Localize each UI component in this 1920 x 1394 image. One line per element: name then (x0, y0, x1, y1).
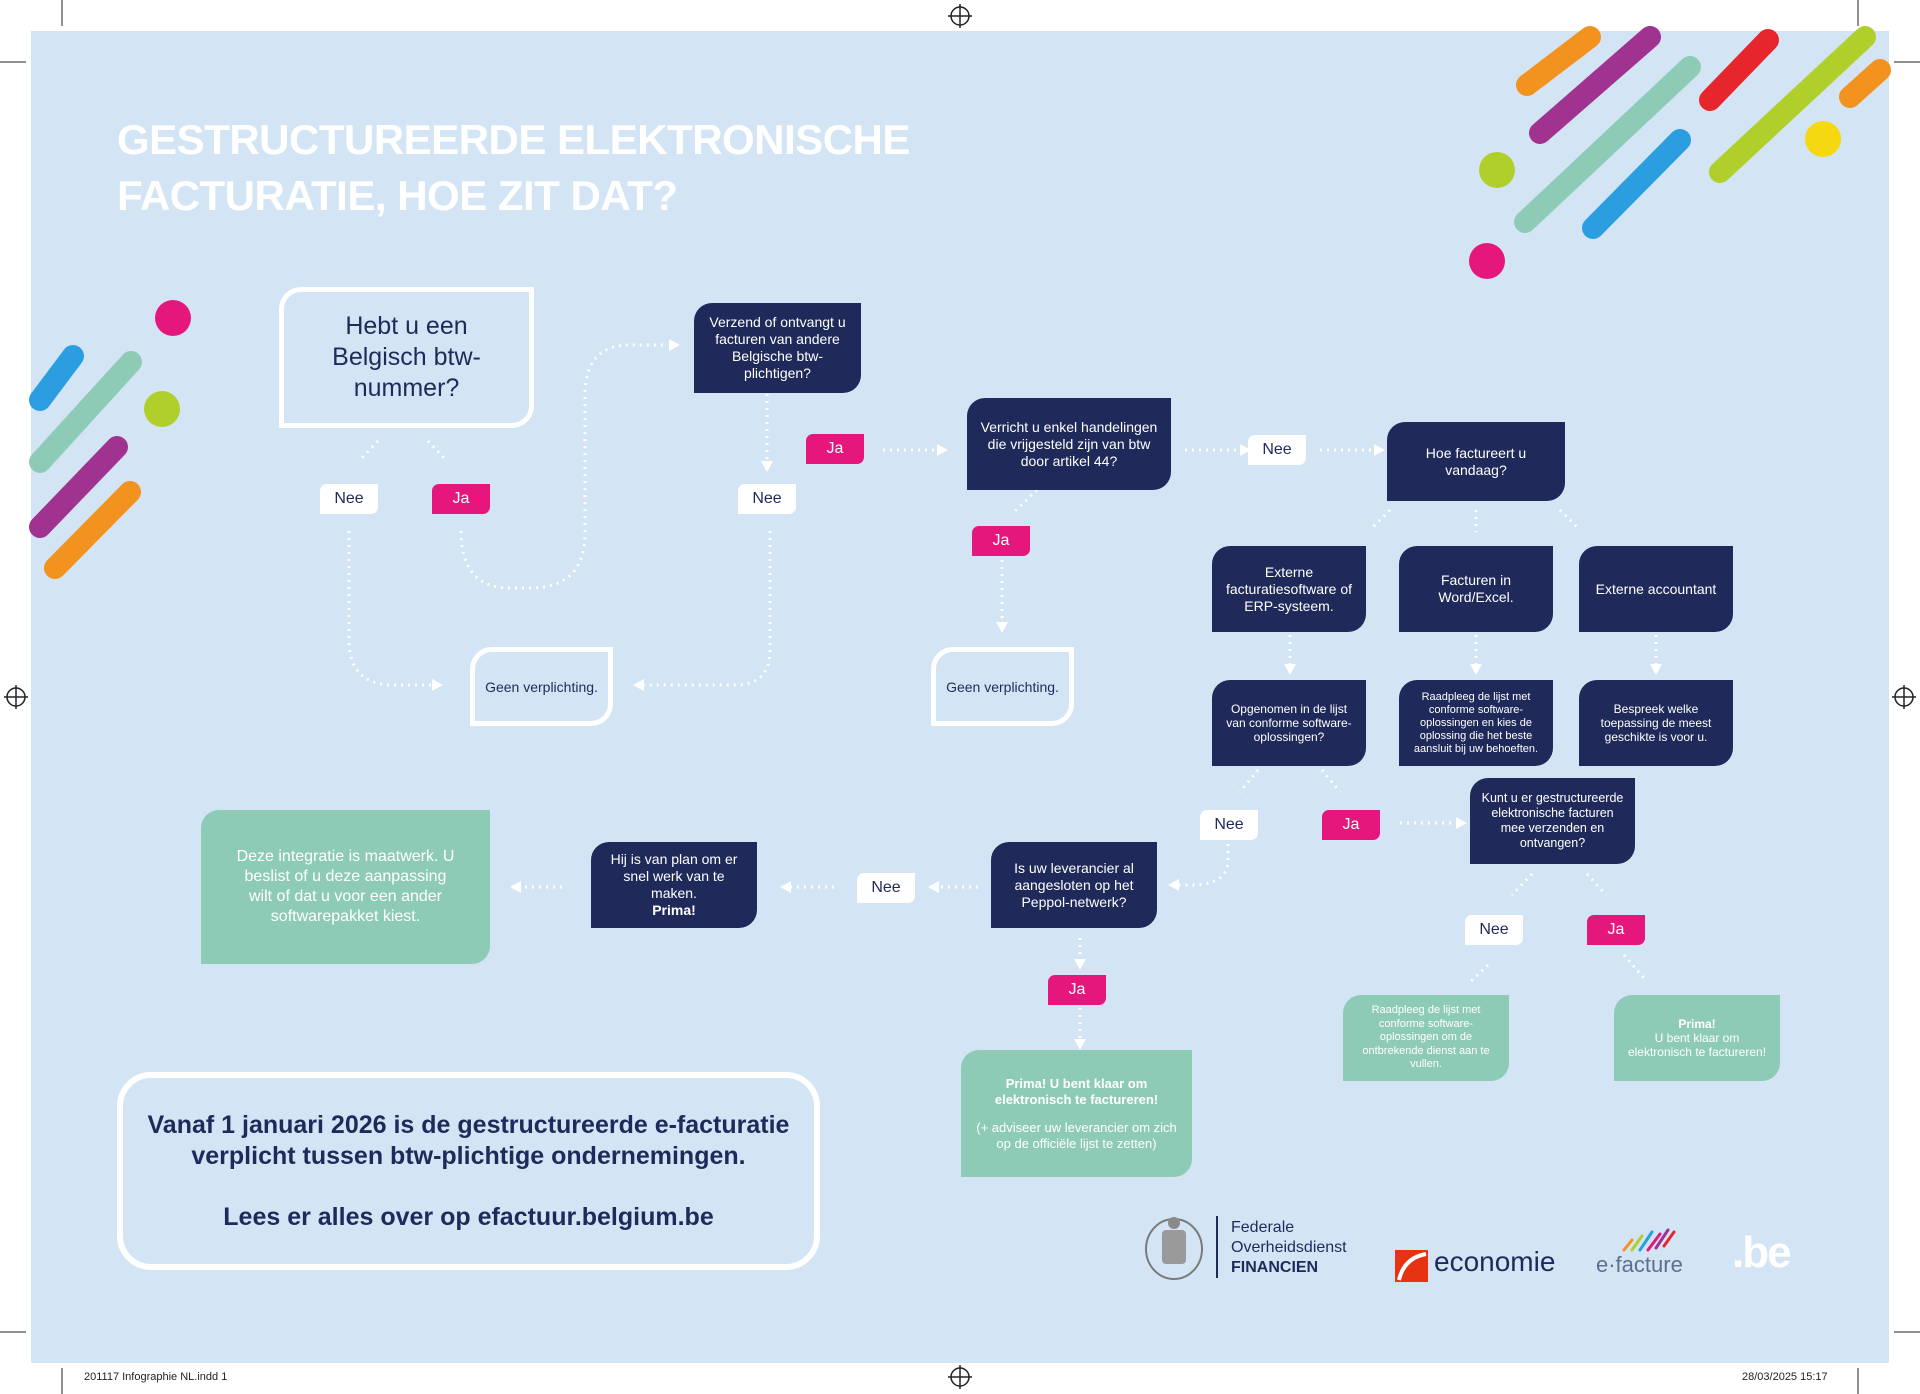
consult-list-choose: Raadpleeg de lijst met conforme software… (1399, 680, 1553, 766)
consult-missing-service-text: Raadpleeg de lijst met conforme software… (1362, 1004, 1490, 1071)
label-no-exempt: Nee (1248, 435, 1306, 465)
custom-integration-box: Deze integratie is maatwerk. U beslist o… (201, 810, 490, 964)
supplier-plans-soon-ok: Prima! (652, 902, 696, 918)
question-belgian-vat-number-text: Hebt u een Belgisch btw-nummer? (332, 312, 481, 402)
label-no-invoices: Nee (738, 484, 796, 514)
ready-short-body: U bent klaar om elektronisch te facturer… (1627, 1031, 1767, 1059)
fod-line-2: Overheidsdienst (1231, 1239, 1347, 1256)
question-supplier-peppol-text: Is uw leverancier al aangesloten op het … (1014, 859, 1134, 910)
ready-long-advice: (+ adviseer uw leverancier om zich op de… (976, 1119, 1177, 1151)
label-yes-vat: Ja (432, 484, 490, 514)
label-no-listed: Nee (1200, 810, 1258, 840)
efacture-logo-text: e·facture (1596, 1252, 1683, 1277)
custom-integration-text: Deze integratie is maatwerk. U beslist o… (236, 848, 455, 925)
efacture-logo-icon (1622, 1228, 1676, 1252)
label-yes-invoices: Ja (806, 434, 864, 464)
page-title: GESTRUCTUREERDE ELEKTRONISCHE FACTURATIE… (117, 112, 910, 224)
consult-missing-service: Raadpleeg de lijst met conforme software… (1343, 995, 1509, 1081)
label-no-vat: Nee (320, 484, 378, 514)
supplier-plans-soon: Hij is van plan om er snel werk van te m… (591, 842, 757, 928)
question-belgian-invoices: Verzend of ontvangt u facturen van ander… (694, 303, 861, 393)
option-external-accountant-text: Externe accountant (1595, 580, 1717, 597)
question-belgian-invoices-text: Verzend of ontvangt u facturen van ander… (709, 314, 846, 381)
ready-long-heading: Prima! U bent klaar om elektronisch te f… (994, 1075, 1159, 1107)
label-yes-peppol: Ja (1048, 975, 1106, 1005)
ready-short-heading: Prima! (1678, 1017, 1716, 1031)
no-obligation-box-2: Geen verplichting. (931, 647, 1074, 726)
consult-list-choose-text: Raadpleeg de lijst met conforme software… (1413, 690, 1539, 755)
discuss-with-accountant-text: Bespreek welke toepassing de meest gesch… (1600, 702, 1712, 744)
label-yes-exempt: Ja (972, 526, 1030, 556)
title-line-1: GESTRUCTUREERDE ELEKTRONISCHE (117, 116, 910, 163)
print-date: 28/03/2025 15:17 (1742, 1371, 1828, 1383)
question-how-invoice: Hoe factureert u vandaag? (1387, 422, 1565, 501)
option-external-software: Externe facturatiesoftware of ERP-systee… (1212, 546, 1366, 632)
question-belgian-vat-number: Hebt u een Belgisch btw-nummer? (279, 287, 534, 428)
fod-line-1: Federale (1231, 1219, 1295, 1236)
option-word-excel: Facturen in Word/Excel. (1399, 546, 1553, 632)
title-line-2: FACTURATIE, HOE ZIT DAT? (117, 172, 678, 219)
supplier-plans-soon-text: Hij is van plan om er snel werk van te m… (610, 851, 738, 901)
option-external-software-text: Externe facturatiesoftware of ERP-systee… (1225, 563, 1353, 614)
discuss-with-accountant: Bespreek welke toepassing de meest gesch… (1579, 680, 1733, 766)
ready-to-invoice-short: Prima! U bent klaar om elektronisch te f… (1614, 995, 1780, 1081)
no-obligation-text-1: Geen verplichting. (485, 678, 598, 695)
question-how-invoice-text: Hoe factureert u vandaag? (1425, 444, 1527, 478)
question-listed-compliant: Opgenomen in de lijst van conforme softw… (1212, 680, 1366, 766)
question-listed-compliant-text: Opgenomen in de lijst van conforme softw… (1226, 702, 1352, 744)
no-obligation-text-2: Geen verplichting. (946, 678, 1059, 695)
info-line-3: Lees er alles over op efactuur.belgium.b… (223, 1202, 714, 1231)
info-line-2: verplicht tussen btw-plichtige ondernemi… (191, 1141, 746, 1170)
question-exempt-article-44: Verricht u enkel handelingen die vrijges… (967, 398, 1171, 490)
fod-financien-logo: Federale Overheidsdienst FINANCIEN (1231, 1218, 1347, 1278)
label-yes-can-send: Ja (1587, 915, 1645, 945)
question-exempt-article-44-text: Verricht u enkel handelingen die vrijges… (980, 418, 1158, 469)
info-box: Vanaf 1 januari 2026 is de gestructureer… (117, 1072, 820, 1270)
option-word-excel-text: Facturen in Word/Excel. (1438, 572, 1514, 605)
question-can-send-receive: Kunt u er gestructureerde elektronische … (1470, 778, 1635, 864)
print-file-name: 201117 Infographie NL.indd 1 (84, 1371, 228, 1383)
question-supplier-peppol: Is uw leverancier al aangesloten op het … (991, 842, 1157, 928)
fod-line-3: FINANCIEN (1231, 1259, 1319, 1276)
ready-to-invoice-long: Prima! U bent klaar om elektronisch te f… (961, 1050, 1192, 1177)
info-line-1: Vanaf 1 januari 2026 is de gestructureer… (147, 1110, 790, 1139)
be-logo: .be (1732, 1228, 1792, 1277)
label-no-can-send: Nee (1465, 915, 1523, 945)
option-external-accountant: Externe accountant (1579, 546, 1733, 632)
label-no-peppol: Nee (857, 873, 915, 903)
economie-logo-text: economie (1434, 1246, 1556, 1277)
label-yes-listed: Ja (1322, 810, 1380, 840)
no-obligation-box-1: Geen verplichting. (470, 647, 613, 726)
belgian-coat-of-arms-icon (1145, 1217, 1203, 1280)
economie-logo-icon (1395, 1250, 1428, 1282)
registration-mark-icon (4, 4, 1916, 1389)
question-can-send-receive-text: Kunt u er gestructureerde elektronische … (1481, 791, 1624, 850)
